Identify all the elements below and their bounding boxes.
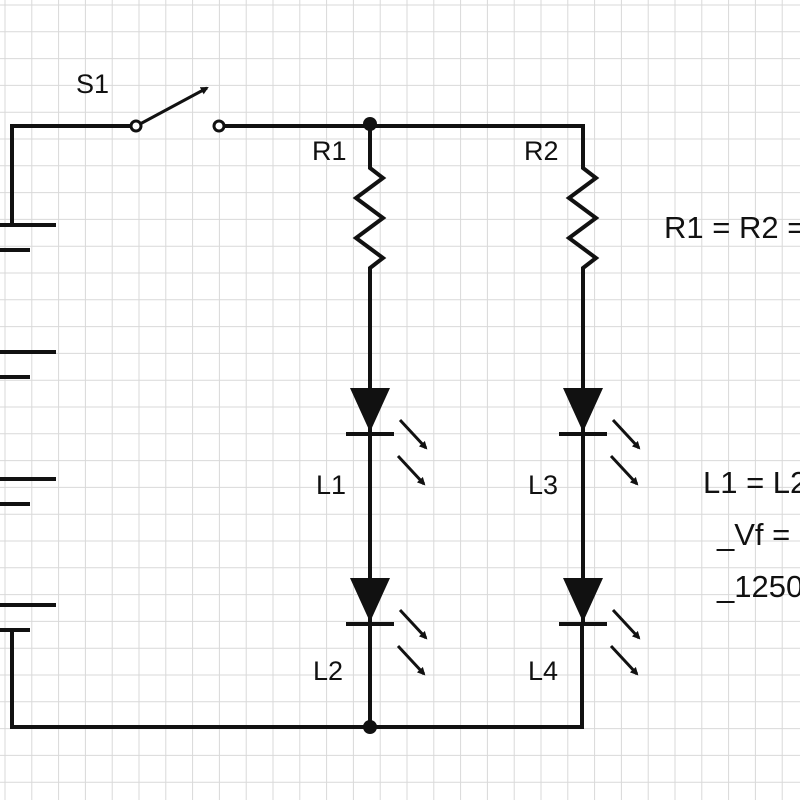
resistor-r1: R1 bbox=[312, 136, 387, 274]
led-l2: L2 bbox=[313, 578, 428, 686]
note-forward-voltage: _Vf = bbox=[716, 517, 790, 552]
wire-left-bottom bbox=[10, 625, 584, 729]
switch-s1: S1 bbox=[76, 69, 226, 133]
led-l1-label: L1 bbox=[316, 470, 346, 500]
led-l1: L1 bbox=[316, 388, 428, 500]
led-l3-triangle bbox=[563, 388, 603, 432]
led-l1-ray-1 bbox=[398, 418, 428, 450]
junction-bottom bbox=[363, 720, 377, 734]
wires bbox=[10, 124, 585, 729]
led-l2-ray-1 bbox=[398, 608, 428, 640]
switch-label: S1 bbox=[76, 69, 109, 99]
led-l4-ray-1 bbox=[611, 608, 641, 640]
battery bbox=[0, 223, 56, 632]
resistor-r1-label: R1 bbox=[312, 136, 347, 166]
resistor-r2: R2 bbox=[524, 136, 600, 274]
switch-lever bbox=[139, 86, 209, 126]
led-l3-label: L3 bbox=[528, 470, 558, 500]
led-l4-triangle bbox=[563, 578, 603, 622]
switch-contact-left bbox=[129, 119, 143, 133]
led-l4-ray-2 bbox=[609, 644, 639, 676]
led-l3-ray-1 bbox=[611, 418, 641, 450]
led-l1-ray-2 bbox=[396, 454, 426, 486]
led-l3: L3 bbox=[528, 388, 641, 500]
led-l4: L4 bbox=[528, 578, 641, 686]
led-l2-label: L2 bbox=[313, 656, 343, 686]
notes: R1 = R2 = L1 = L2 _Vf = _1250 bbox=[664, 210, 800, 604]
resistor-r2-zigzag bbox=[565, 163, 600, 274]
resistor-r1-zigzag bbox=[352, 163, 387, 274]
note-value: _1250 bbox=[716, 569, 800, 604]
led-l1-triangle bbox=[350, 388, 390, 432]
led-l4-label: L4 bbox=[528, 656, 558, 686]
resistor-r2-label: R2 bbox=[524, 136, 559, 166]
led-l2-triangle bbox=[350, 578, 390, 622]
note-resistor-equality: R1 = R2 = bbox=[664, 210, 800, 245]
led-l3-ray-2 bbox=[609, 454, 639, 486]
switch-contact-right bbox=[212, 119, 226, 133]
wire-top-right bbox=[217, 124, 585, 167]
junction-top bbox=[363, 117, 377, 131]
note-led-equality: L1 = L2 bbox=[703, 465, 800, 500]
led-l2-ray-2 bbox=[396, 644, 426, 676]
